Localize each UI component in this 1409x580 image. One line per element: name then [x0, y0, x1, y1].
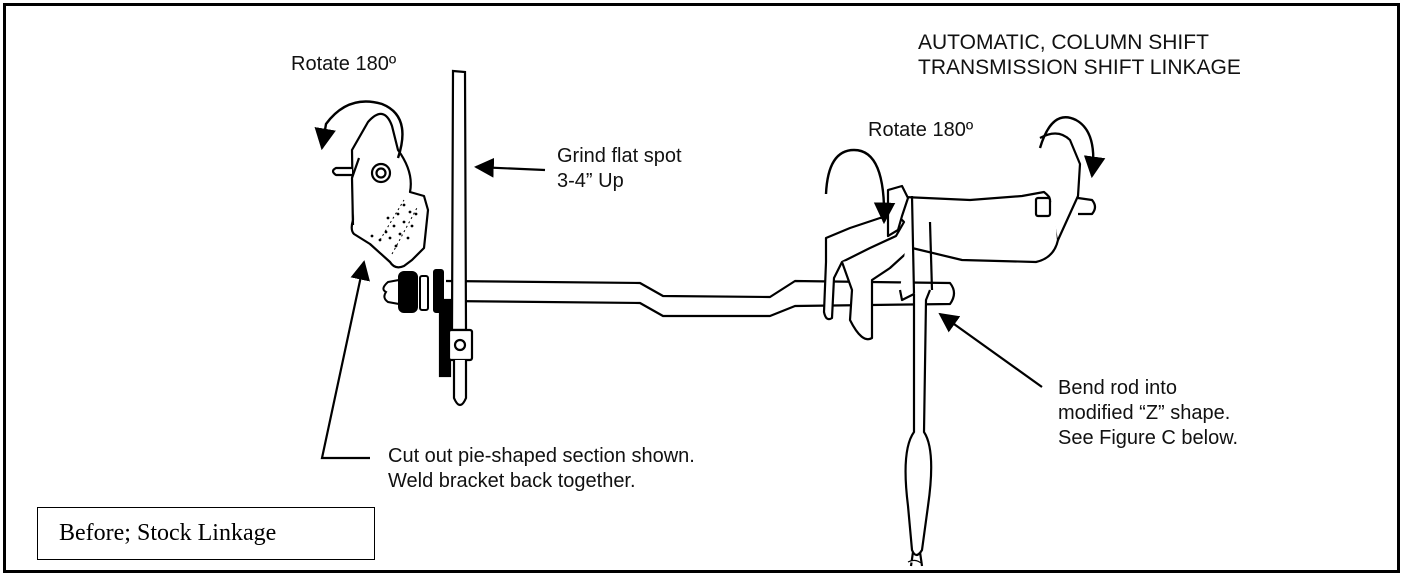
- grind-note-line-1: Grind flat spot: [557, 145, 682, 167]
- rotate-label-left: Rotate 180º: [291, 53, 397, 75]
- bend-note: Bend rod into modified “Z” shape. See Fi…: [1058, 376, 1238, 451]
- main-shift-rod: [445, 279, 956, 318]
- rotate-label-right: Rotate 180º: [868, 119, 974, 141]
- cut-note: Cut out pie-shaped section shown. Weld b…: [388, 444, 695, 494]
- left-vertical-lever: [438, 69, 474, 407]
- bend-note-line-3: See Figure C below.: [1058, 427, 1239, 449]
- left-bracket: [331, 112, 430, 269]
- caption-box: Before; Stock Linkage: [37, 507, 375, 560]
- title-line-1: AUTOMATIC, COLUMN SHIFT: [918, 31, 1209, 54]
- right-lever-assembly: [822, 132, 1097, 567]
- rotate-arrow-left: [314, 100, 404, 159]
- rotate-arrow-middle: [824, 148, 896, 225]
- callout-arrow-cut: [320, 260, 370, 460]
- left-bushing: [382, 269, 444, 313]
- cut-note-line-2: Weld bracket back together.: [388, 470, 636, 492]
- diagram-title: AUTOMATIC, COLUMN SHIFT TRANSMISSION SHI…: [918, 30, 1241, 80]
- callout-arrow-grind: [474, 157, 546, 178]
- diagram-frame: [3, 3, 1400, 573]
- bend-note-line-2: modified “Z” shape.: [1058, 402, 1231, 424]
- grind-note-line-2: 3-4” Up: [557, 170, 624, 192]
- caption-text: Before; Stock Linkage: [59, 520, 277, 546]
- rotate-arrow-right: [1038, 116, 1106, 179]
- bend-note-line-1: Bend rod into: [1058, 377, 1177, 399]
- title-line-2: TRANSMISSION SHIFT LINKAGE: [918, 56, 1241, 79]
- cut-note-line-1: Cut out pie-shaped section shown.: [388, 445, 695, 467]
- pie-cut-section: [370, 199, 419, 255]
- callout-arrow-bend: [938, 312, 1043, 388]
- grind-note: Grind flat spot 3-4” Up: [557, 144, 682, 194]
